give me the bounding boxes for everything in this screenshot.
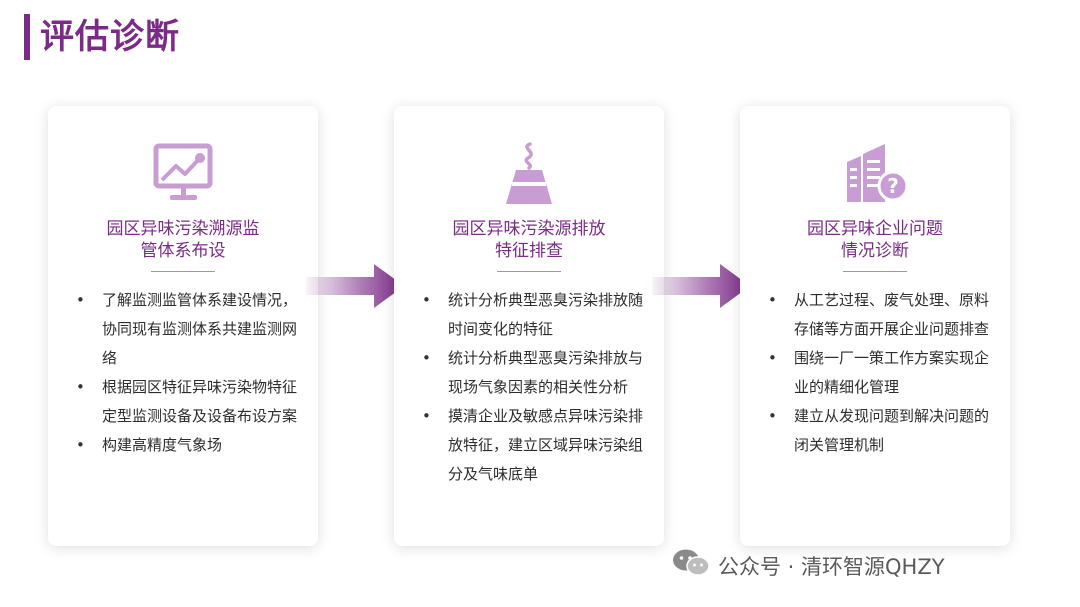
card-title-line: 特征排查 bbox=[495, 241, 563, 261]
divider bbox=[843, 271, 907, 272]
card-title: 园区异味污染溯源监 管体系布设 bbox=[68, 218, 298, 262]
building-question-icon: ? bbox=[740, 142, 1010, 208]
card-title: 园区异味企业问题 情况诊断 bbox=[760, 218, 990, 262]
list-item: •了解监测监管体系建设情况，协同现有监测体系共建监测网络 bbox=[76, 291, 298, 367]
watermark: 公众号 · 清环智源QHZY bbox=[672, 548, 945, 583]
watermark-text: 公众号 · 清环智源QHZY bbox=[718, 554, 945, 579]
bullet-list: •从工艺过程、废气处理、原料存储等方面开展企业问题排查 •围绕一厂一策工作方案实… bbox=[764, 286, 996, 460]
arrow-right-icon bbox=[306, 264, 404, 308]
list-item: •构建高精度气象场 bbox=[76, 436, 223, 454]
card-emission-source: 园区异味污染源排放 特征排查 •统计分析典型恶臭污染排放随时间变化的特征 •统计… bbox=[394, 106, 664, 546]
arrow-right-icon bbox=[652, 264, 750, 308]
factory-chimney-icon bbox=[394, 142, 664, 208]
list-item: •统计分析典型恶臭污染排放随时间变化的特征 bbox=[422, 291, 644, 338]
card-title-line: 园区异味污染溯源监 bbox=[106, 219, 260, 239]
card-enterprise-diagnosis: ? 园区异味企业问题 情况诊断 •从工艺过程、废气处理、原料存储等方面开展企业问… bbox=[740, 106, 1010, 546]
svg-text:?: ? bbox=[887, 174, 899, 198]
divider bbox=[151, 271, 215, 272]
card-title: 园区异味污染源排放 特征排查 bbox=[414, 218, 644, 262]
wechat-icon bbox=[672, 548, 710, 583]
list-item: •建立从发现问题到解决问题的闭关管理机制 bbox=[768, 407, 990, 454]
card-title-line: 园区异味污染源排放 bbox=[452, 219, 606, 239]
list-item: •围绕一厂一策工作方案实现企业的精细化管理 bbox=[768, 349, 990, 396]
bullet-list: •统计分析典型恶臭污染排放随时间变化的特征 •统计分析典型恶臭污染排放与现场气象… bbox=[418, 286, 650, 489]
list-item: •摸清企业及敏感点异味污染排放特征，建立区域异味污染组分及气味底单 bbox=[422, 407, 644, 483]
list-item: •根据园区特征异味污染物特征定型监测设备及设备布设方案 bbox=[76, 378, 298, 425]
list-item: •统计分析典型恶臭污染排放与现场气象因素的相关性分析 bbox=[422, 349, 644, 396]
card-title-line: 管体系布设 bbox=[140, 241, 226, 261]
card-monitoring-system: 园区异味污染溯源监 管体系布设 •了解监测监管体系建设情况，协同现有监测体系共建… bbox=[48, 106, 318, 546]
monitor-chart-icon bbox=[48, 142, 318, 208]
divider bbox=[497, 271, 561, 272]
list-item: •从工艺过程、废气处理、原料存储等方面开展企业问题排查 bbox=[768, 291, 990, 338]
bullet-list: •了解监测监管体系建设情况，协同现有监测体系共建监测网络 •根据园区特征异味污染… bbox=[72, 286, 304, 460]
page-title: 评估诊断 bbox=[40, 17, 180, 57]
title-accent-bar bbox=[24, 14, 30, 60]
card-title-line: 园区异味企业问题 bbox=[807, 219, 943, 239]
card-title-line: 情况诊断 bbox=[841, 241, 909, 261]
